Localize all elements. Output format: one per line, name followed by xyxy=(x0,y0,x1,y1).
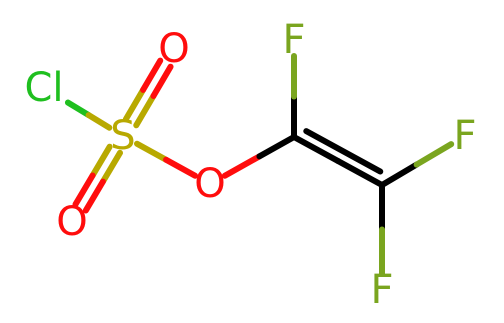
bond-s-o_bottom-2-a xyxy=(99,149,123,185)
bond-c2-f_right-b xyxy=(413,141,455,168)
bond-c2-f_right-a xyxy=(379,161,420,188)
bond-s-o_top-1-b xyxy=(150,63,174,99)
bond-s-o_top-1-a xyxy=(133,92,157,129)
atom-label-o-ester: O xyxy=(194,161,225,207)
bond-c1-c2-1-a xyxy=(291,134,341,164)
bond-s-o_bottom-2-b xyxy=(82,178,106,214)
atom-label-o-top: O xyxy=(158,26,189,72)
bond-cl-s-a xyxy=(64,99,92,119)
bond-cl-s-b xyxy=(85,112,113,131)
bond-s-o_ester-a xyxy=(134,140,170,163)
atom-label-f-bottom: F xyxy=(370,267,393,313)
bond-o_ester-c1-b xyxy=(256,134,297,160)
bond-s-o_bottom-1-a xyxy=(89,143,113,179)
bond-s-o_top-2-b xyxy=(140,57,164,93)
atom-label-o-bottom: O xyxy=(56,199,87,245)
bond-o_ester-c1-a xyxy=(221,153,263,179)
bond-s-o_ester-b xyxy=(163,156,199,179)
atom-label-f-top: F xyxy=(282,17,305,63)
bond-c1-c2-1-b xyxy=(335,158,385,188)
bond-layer xyxy=(64,53,455,277)
bond-s-o_top-2-a xyxy=(122,86,147,123)
bond-s-o_bottom-1-b xyxy=(72,172,96,208)
atom-label-f-right: F xyxy=(453,113,476,159)
bond-c1-c2-2 xyxy=(303,128,384,175)
atom-label-cl: Cl xyxy=(24,65,63,111)
atom-label-s: S xyxy=(110,113,135,159)
